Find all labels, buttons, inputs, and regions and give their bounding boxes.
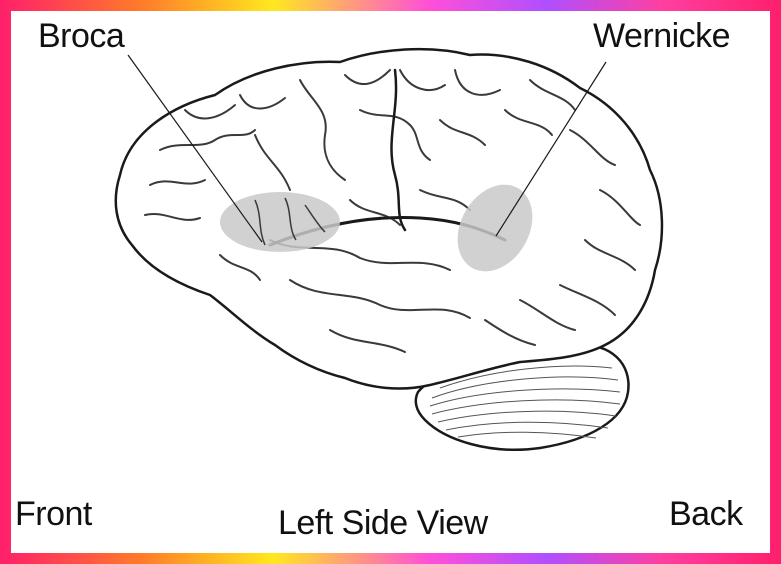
- cerebrum: [114, 47, 664, 390]
- broca-area: [220, 192, 340, 252]
- view-title: Left Side View: [278, 504, 488, 542]
- wernicke-area: [457, 184, 533, 272]
- back-label: Back: [669, 495, 743, 533]
- wernicke-leader-line: [495, 61, 607, 237]
- wernicke-label: Wernicke: [593, 17, 731, 55]
- broca-area-sulci: [254, 197, 326, 246]
- broca-label: Broca: [38, 17, 125, 55]
- broca-leader-line: [127, 54, 263, 243]
- front-label: Front: [15, 495, 92, 533]
